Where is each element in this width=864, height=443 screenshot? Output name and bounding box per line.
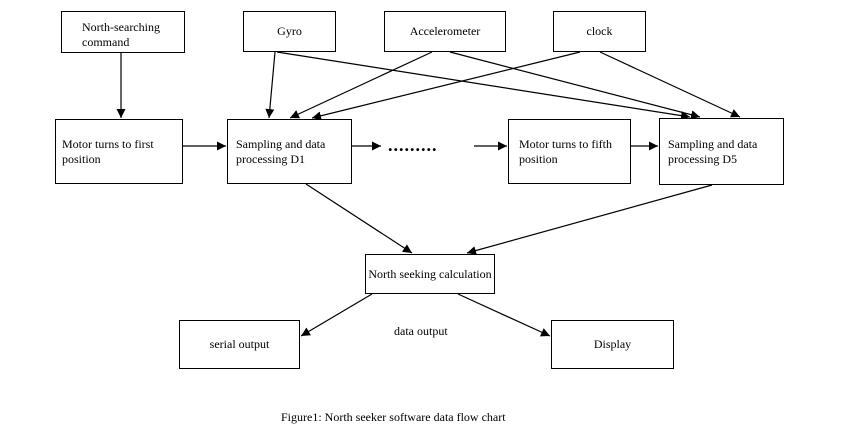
edge-calc-to-display	[457, 293, 551, 337]
edge-samp5-to-calc	[466, 184, 713, 255]
edge-gyro-to-samp5	[276, 51, 691, 121]
node-label: North seeking calculation	[368, 266, 492, 281]
node-gyro: Gyro	[243, 11, 336, 52]
node-clock: clock	[553, 11, 646, 52]
node-north-searching-command: North-searching command	[61, 11, 185, 53]
ellipsis-marker: .........	[388, 135, 438, 155]
node-sampling-d5: Sampling and data processing D5	[659, 118, 784, 185]
node-label: clock	[586, 24, 613, 38]
node-display: Display	[551, 320, 674, 369]
edge-gyro-to-samp1	[265, 51, 276, 119]
edge-clock-to-samp5	[599, 51, 741, 118]
node-motor-fifth-position: Motor turns to fifth position	[508, 119, 631, 184]
figure-caption: Figure1: North seeker software data flow…	[281, 410, 506, 424]
node-label: Sampling and data processing D5	[668, 136, 758, 166]
data-output-label: data output	[394, 324, 448, 338]
node-label: serial output	[209, 337, 270, 351]
edge-acc-to-samp5	[449, 51, 701, 120]
edge-calc-to-serial	[300, 293, 373, 337]
node-motor-first-position: Motor turns to first position	[55, 119, 183, 184]
node-label: Motor turns to fifth position	[519, 136, 612, 166]
node-sampling-d1: Sampling and data processing D1	[227, 119, 352, 184]
edge-acc-to-samp1	[289, 51, 433, 119]
node-label: Gyro	[277, 24, 302, 38]
node-accelerometer: Accelerometer	[384, 11, 506, 52]
edge-clock-to-samp1	[311, 51, 581, 121]
node-label: Sampling and data processing D1	[236, 136, 326, 166]
node-label: North-searching command	[82, 20, 160, 49]
node-label: Accelerometer	[409, 24, 481, 38]
node-serial-output: serial output	[179, 320, 300, 369]
node-label: Motor turns to first position	[62, 136, 154, 166]
node-label: Display	[593, 337, 632, 351]
node-north-seeking-calculation: North seeking calculation	[365, 254, 495, 294]
edge-samp1-to-calc	[305, 183, 413, 254]
